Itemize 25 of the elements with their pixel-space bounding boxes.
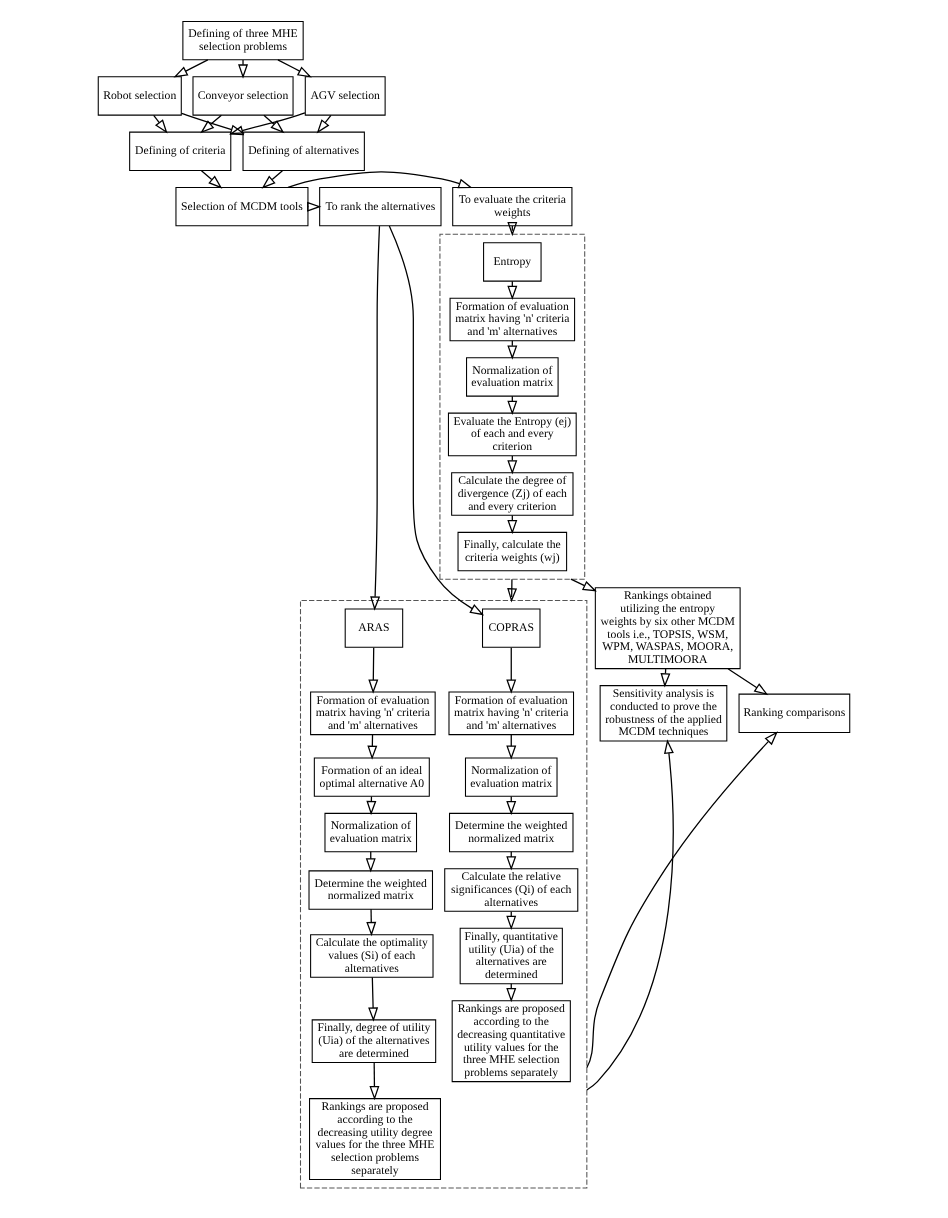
arrow: [586, 739, 674, 1091]
arrow: [570, 578, 597, 592]
arrow: [153, 114, 168, 134]
arrow: [287, 171, 473, 189]
cluster: [299, 599, 588, 1189]
arrow: [506, 647, 517, 694]
arrow: [368, 647, 379, 694]
arrow: [238, 59, 249, 79]
arrow: [727, 668, 769, 696]
arrow: [366, 908, 377, 937]
arrow: [388, 225, 485, 616]
arrow: [200, 114, 223, 134]
arrow: [369, 1061, 380, 1101]
cluster: [439, 233, 586, 580]
arrow: [277, 59, 312, 78]
arrow: [316, 114, 332, 134]
arrow: [307, 201, 322, 212]
arrow: [180, 112, 245, 135]
arrow: [586, 731, 778, 1069]
arrow: [507, 578, 518, 603]
arrow: [368, 976, 379, 1022]
arrow: [200, 170, 223, 189]
arrow: [261, 170, 284, 189]
arrow: [173, 59, 209, 78]
arrow: [370, 225, 381, 611]
